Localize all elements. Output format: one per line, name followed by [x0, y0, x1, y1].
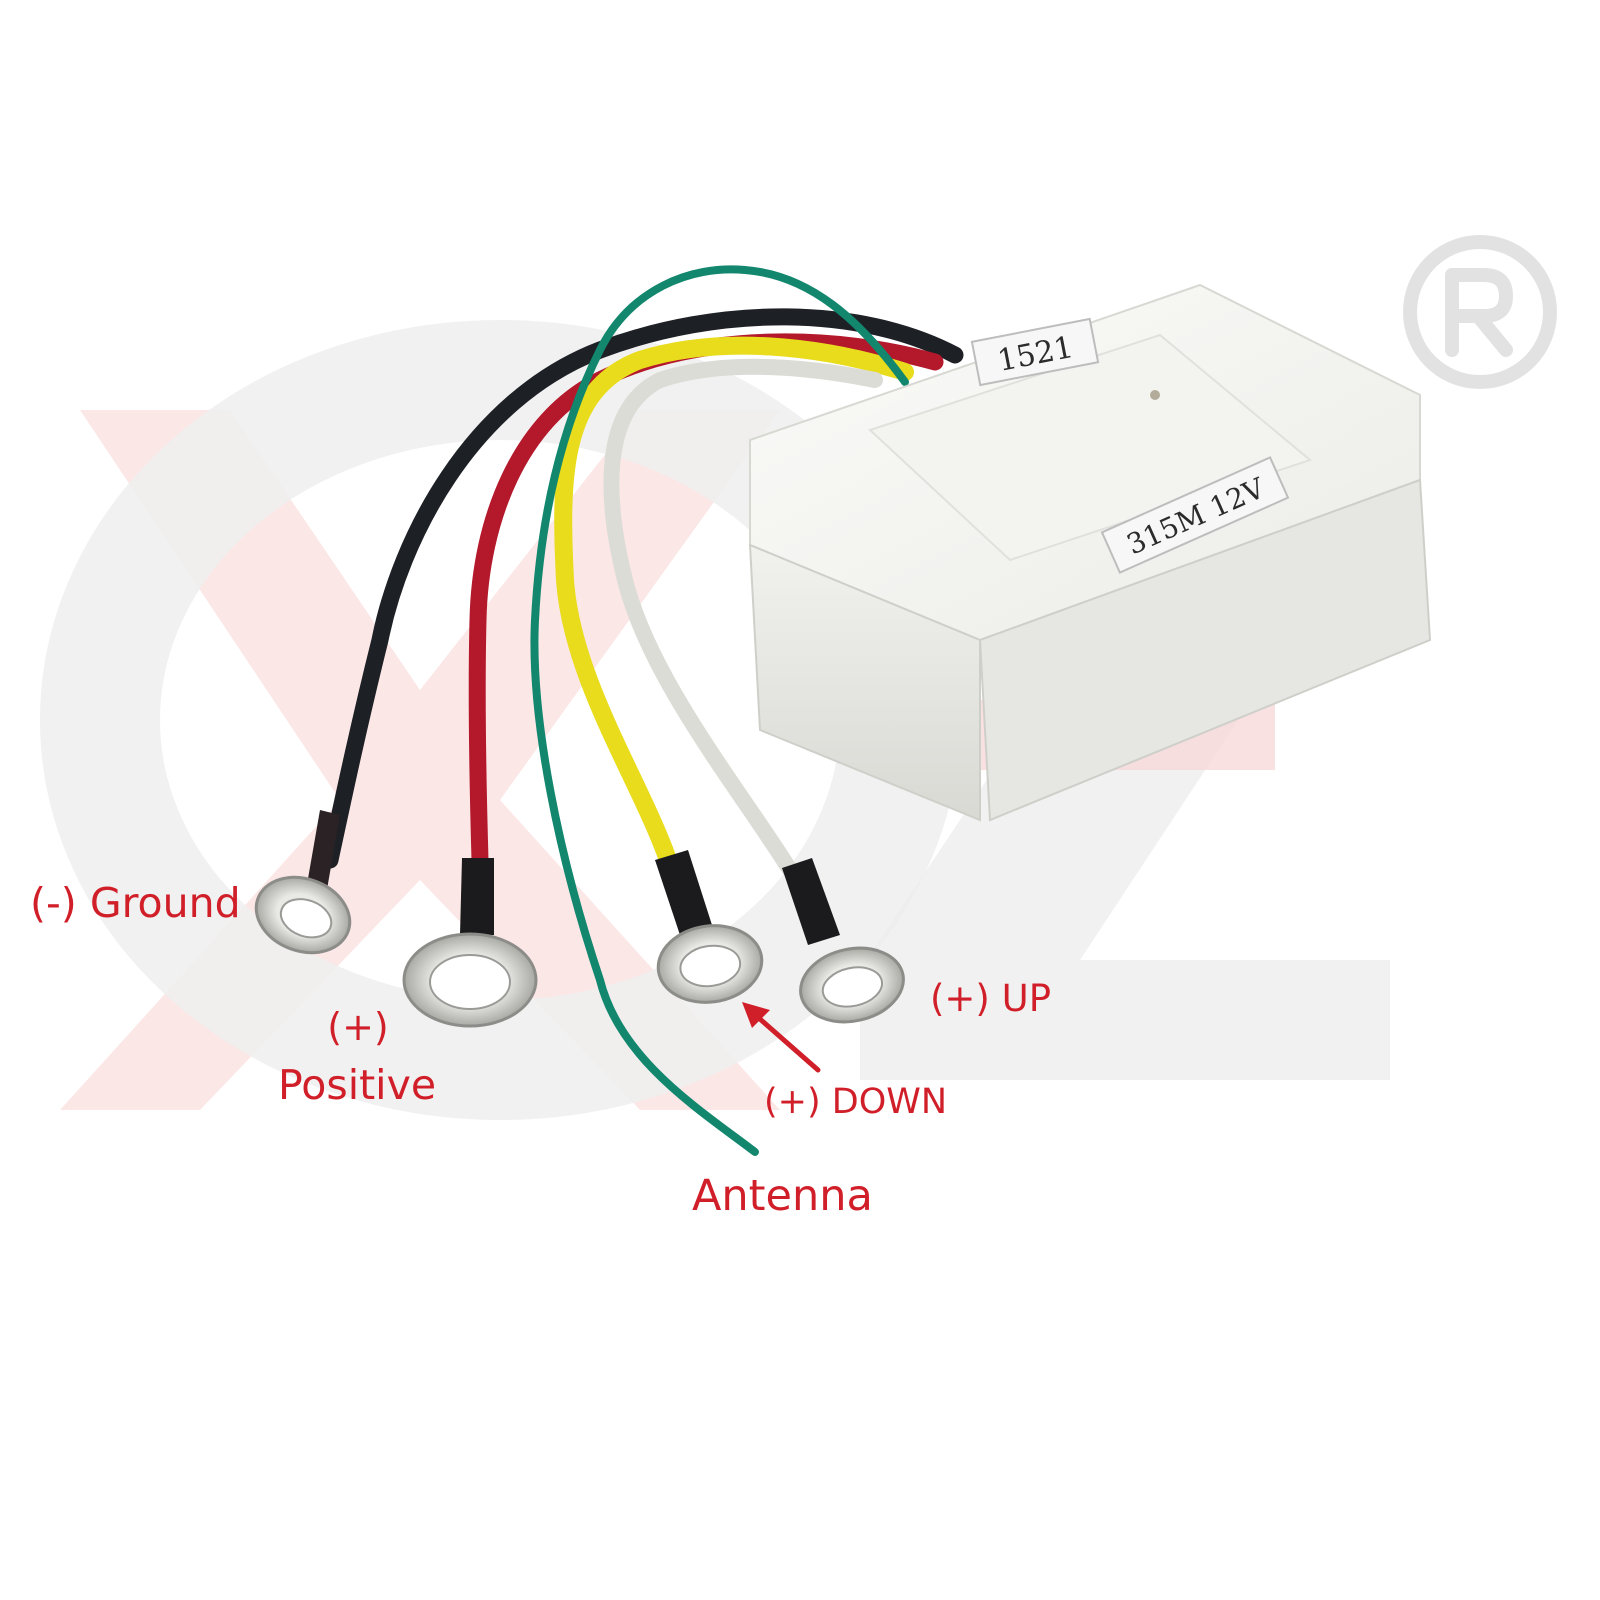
wire-bundle	[321, 265, 964, 1156]
ring-terminals	[254, 810, 905, 1028]
wire-black	[321, 308, 964, 869]
terminal-up	[799, 946, 905, 1024]
callout-positive-symbol: (+)	[327, 1005, 389, 1049]
wire-green-antenna	[530, 265, 909, 1156]
callout-up: (+) UP	[930, 977, 1052, 1020]
receiver-module	[748, 283, 1432, 822]
callout-down: (+) DOWN	[764, 1082, 948, 1122]
terminal-down	[656, 924, 764, 1004]
registered-mark-icon	[1403, 235, 1557, 389]
terminal-positive	[402, 932, 538, 1028]
callout-ground: (-) Ground	[30, 879, 241, 927]
wire-white	[603, 358, 883, 878]
terminal-ground	[254, 875, 352, 955]
down-pointer-arrow-icon	[742, 1002, 821, 1073]
wire-yellow	[554, 336, 914, 869]
callout-positive: Positive	[278, 1061, 437, 1109]
callout-antenna: Antenna	[692, 1171, 873, 1221]
